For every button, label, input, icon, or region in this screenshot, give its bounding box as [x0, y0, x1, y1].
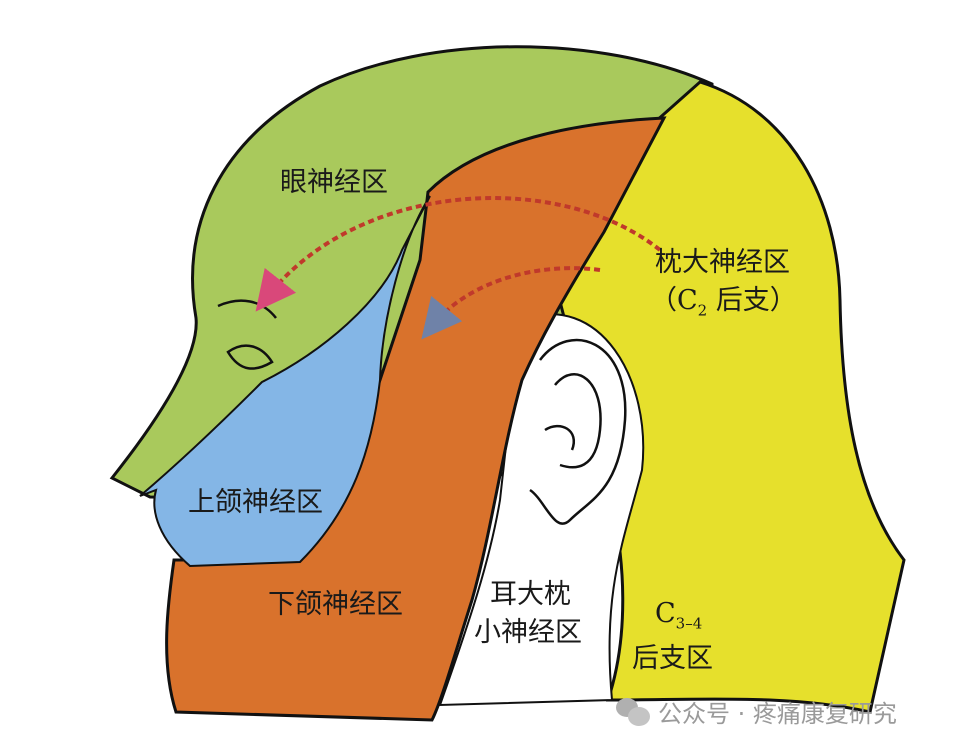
auricular-label-line1: 耳大枕: [490, 579, 571, 610]
auricular-label-line2: 小神经区: [474, 617, 582, 648]
sub-open: （C: [650, 285, 698, 316]
maxillary-arrow: [421, 266, 601, 340]
cervical-label-line1: C3–4: [655, 598, 702, 632]
ophthalmic-arrow: [255, 196, 662, 312]
mandibular-label: 下颌神经区: [268, 589, 403, 620]
maxillary-label: 上颌神经区: [188, 487, 323, 518]
ophthalmic-label: 眼神经区: [280, 167, 388, 198]
cervical-index: 3–4: [675, 614, 703, 633]
cervical-c: C: [655, 598, 676, 629]
auricular-region: [438, 313, 645, 707]
ear-icon: [529, 338, 627, 525]
sub-close: 后支）: [707, 285, 797, 316]
greater-occipital-label: 枕大神经区: [655, 247, 790, 278]
maxillary-region: [139, 195, 431, 568]
greater-occipital-sublabel: （C2 后支）: [650, 278, 797, 319]
wechat-icon: [616, 697, 650, 726]
cervical-label-line2: 后支区: [632, 643, 713, 674]
sub-index: 2: [697, 301, 708, 320]
eye-icon: [217, 299, 277, 370]
watermark: 公众号 · 疼痛康复研究: [616, 694, 897, 729]
watermark-text: 公众号 · 疼痛康复研究: [658, 700, 897, 728]
